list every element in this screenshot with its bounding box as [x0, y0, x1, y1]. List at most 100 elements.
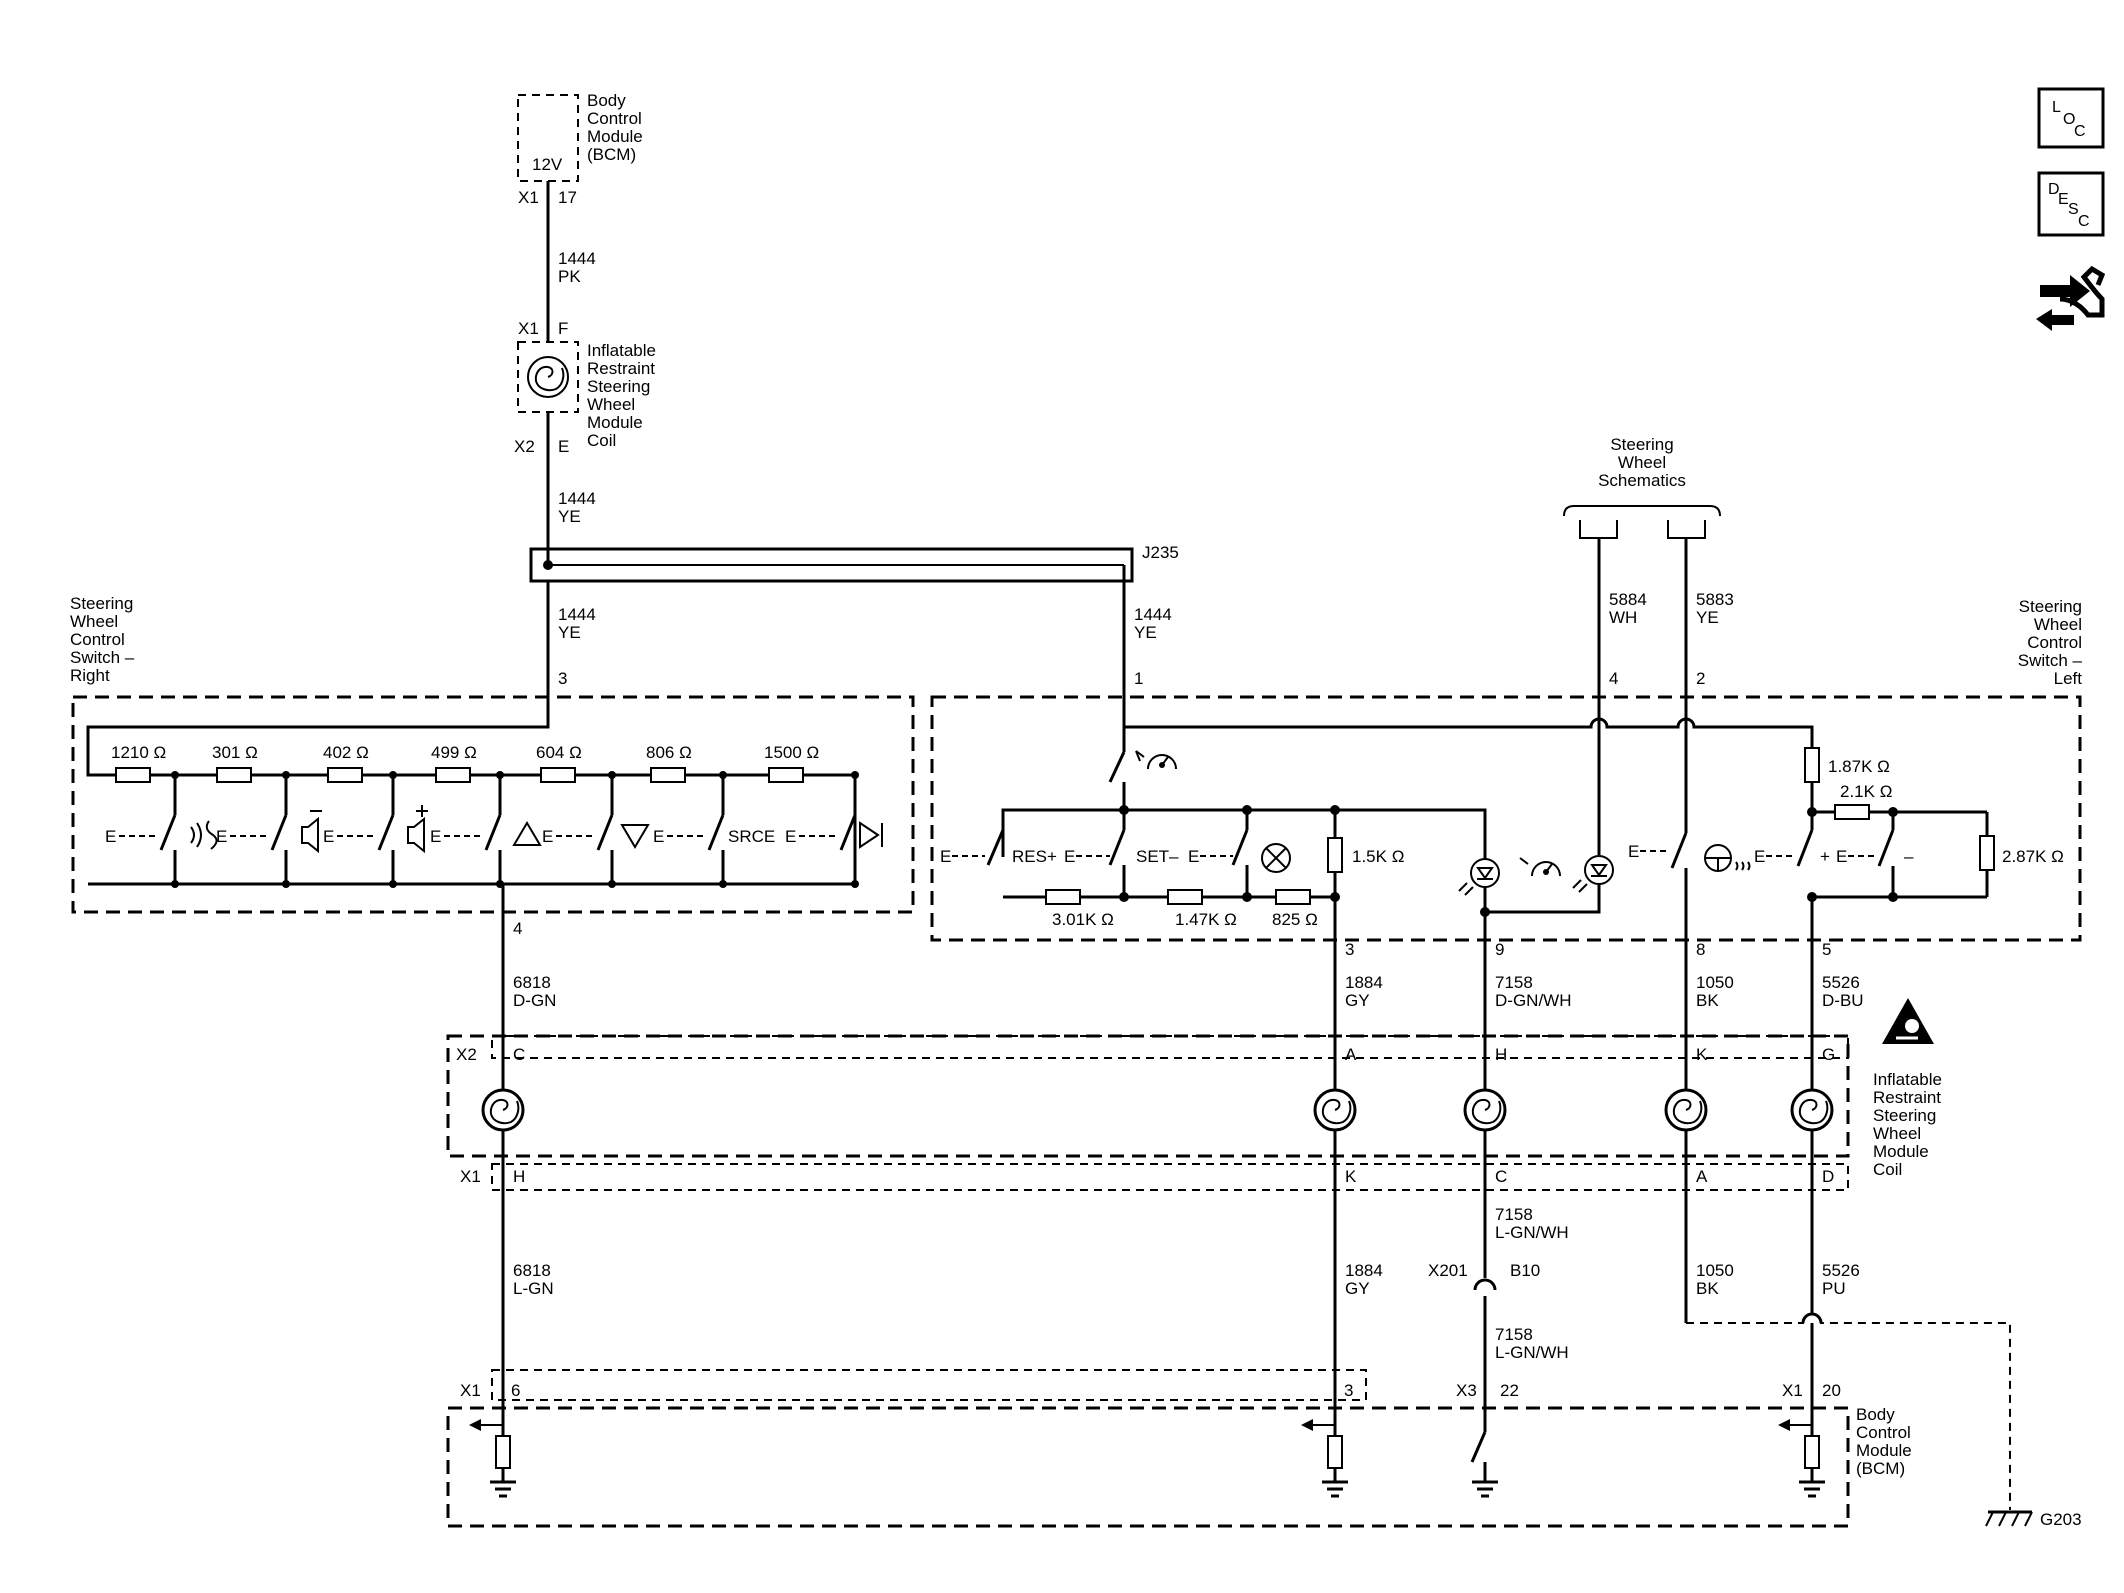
- bcm-input-2: [1301, 1380, 1348, 1498]
- bcm-top-label-2: Control: [587, 109, 642, 128]
- wire-1884-gy-b-circuit: 1884: [1345, 1261, 1383, 1280]
- coil-top-pin-top: F: [558, 319, 568, 338]
- coil-spiral-icon: [481, 1088, 525, 1132]
- bcm-bottom-pin-right: 20: [1822, 1381, 1841, 1400]
- wire-7158-lgnwh-color: L-GN/WH: [1495, 1223, 1569, 1242]
- wire-6818-dgn-color: D-GN: [513, 991, 556, 1010]
- coil-bottom: X2 X1 Inflatable Restraint Steering Whee…: [446, 998, 1942, 1191]
- loc-icon[interactable]: L O C: [2037, 87, 2105, 149]
- coil-bottom-pin-top-5: G: [1822, 1045, 1835, 1064]
- wire-7158-lgnwh-b-color: L-GN/WH: [1495, 1343, 1569, 1362]
- switch-e-4: E: [430, 827, 441, 846]
- bcm-bottom-conn-right: X1: [1782, 1381, 1803, 1400]
- coil-bottom-label-5: Module: [1873, 1142, 1929, 1161]
- svg-text:C: C: [2078, 213, 2090, 230]
- wire-7158-lgnwh-b-circuit: 7158: [1495, 1325, 1533, 1344]
- bcm-bottom-pin-left: 6: [511, 1381, 520, 1400]
- resistor-r3: [327, 767, 363, 783]
- next-track-icon: [859, 821, 883, 849]
- wire-5884-color: WH: [1609, 608, 1637, 627]
- bcm-top-label-1: Body: [587, 91, 626, 110]
- coil-bottom-pin-bottom-2: K: [1345, 1167, 1357, 1186]
- wire-6818-lgn-circuit: 6818: [513, 1261, 551, 1280]
- switch-e-6: E: [653, 827, 664, 846]
- plus-e-left: E: [1754, 847, 1765, 866]
- bcm-top-connector: X1: [518, 188, 539, 207]
- resistor-r3-label: 402 Ω: [323, 743, 369, 762]
- svg-text:O: O: [2063, 111, 2075, 128]
- svg-text:D: D: [2048, 181, 2060, 198]
- coil-top-label-6: Coil: [587, 431, 616, 450]
- swc-left-pin-wh: 4: [1609, 669, 1618, 688]
- resistor-r2-label: 301 Ω: [212, 743, 258, 762]
- ground-g203: G203: [1985, 1510, 2082, 1529]
- resistor-r2: [216, 767, 252, 783]
- indicator-led-right-icon: [1572, 855, 1614, 893]
- nav-arrows-icon[interactable]: [2036, 265, 2106, 331]
- cancel-icon: [1261, 843, 1291, 873]
- coil-spiral-icon: [527, 356, 569, 398]
- wire-1444-ye-top-circuit: 1444: [558, 489, 596, 508]
- indicator-led-left-icon: [1458, 858, 1500, 896]
- bcm-bottom-label-3: Module: [1856, 1441, 1912, 1460]
- coil-bottom-pin-bottom-5: D: [1822, 1167, 1834, 1186]
- swc-left-label-5: Left: [2054, 669, 2083, 688]
- coil-bottom-pin-bottom-3: C: [1495, 1167, 1507, 1186]
- swc-right-label-1: Steering: [70, 594, 133, 613]
- coil-top-label-4: Wheel: [587, 395, 635, 414]
- swc-left-pin-8: 8: [1696, 940, 1705, 959]
- airbag-warning-icon: [1882, 998, 1934, 1044]
- swc-right: Steering Wheel Control Switch – Right 12…: [70, 594, 915, 914]
- wire-1050-bk-color: BK: [1696, 991, 1719, 1010]
- wire-5884-circuit: 5884: [1609, 590, 1647, 609]
- coil-bottom-label-2: Restraint: [1873, 1088, 1941, 1107]
- swc-left-pin-feed: 1: [1134, 669, 1143, 688]
- wire-1884-gy-color: GY: [1345, 991, 1370, 1010]
- coil-bottom-conn-bottom: X1: [460, 1167, 481, 1186]
- wire-6818-lgn-color: L-GN: [513, 1279, 554, 1298]
- coil-top: X1 F Inflatable Restraint Steering Wheel…: [514, 319, 656, 456]
- r287k-label: 2.87K Ω: [2002, 847, 2064, 866]
- r301k-label: 3.01K Ω: [1052, 910, 1114, 929]
- wire-5526-pu-color: PU: [1822, 1279, 1846, 1298]
- swc-left-pin-ye: 2: [1696, 669, 1705, 688]
- bcm-bottom-label-4: (BCM): [1856, 1459, 1905, 1478]
- r187k-label: 1.87K Ω: [1828, 757, 1890, 776]
- resistor-r5: [540, 767, 576, 783]
- coil-bottom-pin-top-3: H: [1495, 1045, 1507, 1064]
- ground-label: G203: [2040, 1510, 2082, 1529]
- schematics-label-1: Steering: [1610, 435, 1673, 454]
- wire-1444-ye-right-circuit: 1444: [558, 605, 596, 624]
- wire-1050-bk-circuit: 1050: [1696, 973, 1734, 992]
- wire-1444-ye-right-color: YE: [558, 623, 581, 642]
- wire-1050-bk-b-color: BK: [1696, 1279, 1719, 1298]
- bcm-top: Body Control Module (BCM) 12V X1 17: [517, 91, 643, 207]
- bcm-top-label-3: Module: [587, 127, 643, 146]
- desc-icon[interactable]: D E S C: [2037, 171, 2105, 237]
- coil-top-pin-bottom: E: [558, 437, 569, 456]
- wire-1884-gy-circuit: 1884: [1345, 973, 1383, 992]
- coil-bottom-label-4: Wheel: [1873, 1124, 1921, 1143]
- resistor-r1-label: 1210 Ω: [111, 743, 166, 762]
- srce-label: SRCE: [728, 827, 775, 846]
- splice-label: J235: [1142, 543, 1179, 562]
- bcm-input-1: [469, 1380, 516, 1498]
- wire-1444-pk-color: PK: [558, 267, 581, 286]
- swc-right-label-4: Switch –: [70, 648, 135, 667]
- swc-right-label-3: Control: [70, 630, 125, 649]
- switch-e-5: E: [542, 827, 553, 846]
- swc-left-pin-9: 9: [1495, 940, 1504, 959]
- svg-text:C: C: [2074, 123, 2086, 140]
- r15k-label: 1.5K Ω: [1352, 847, 1404, 866]
- switch-e-1: E: [105, 827, 116, 846]
- svg-text:E: E: [2058, 191, 2069, 208]
- bcm-bottom-pin-mid: 3: [1344, 1381, 1353, 1400]
- swc-left-label-4: Switch –: [2018, 651, 2083, 670]
- coil-top-conn-top: X1: [518, 319, 539, 338]
- coil-bottom-pin-top-2: A: [1345, 1045, 1357, 1064]
- bcm-bottom: X1 6 3 X3 22 X1 20 Body Control Module (…: [446, 1369, 1912, 1528]
- swc-left-pin-5: 5: [1822, 940, 1831, 959]
- coil-top-label-3: Steering: [587, 377, 650, 396]
- splice-j235: J235: [529, 543, 1179, 583]
- resistor-r4-label: 499 Ω: [431, 743, 477, 762]
